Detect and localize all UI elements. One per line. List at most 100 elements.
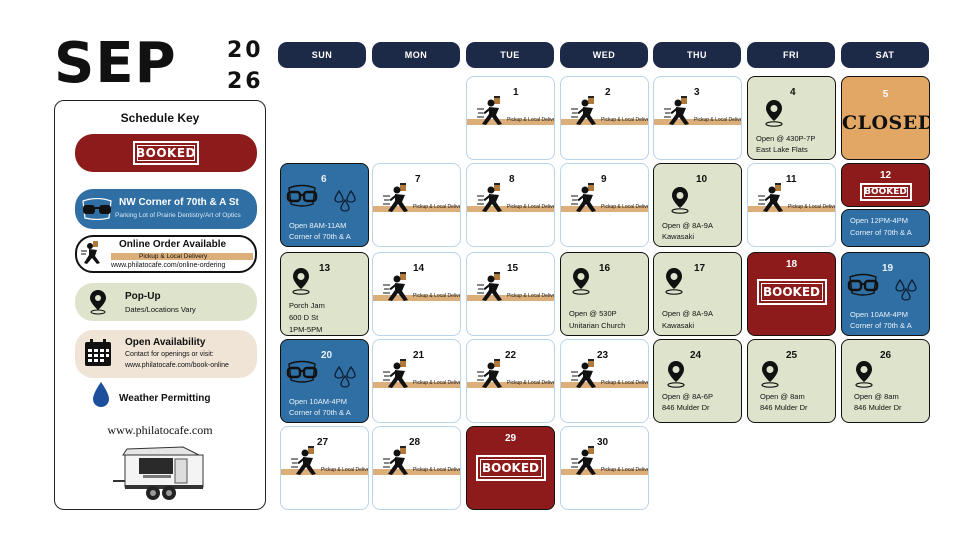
key-open-availability: Open Availability Contact for openings o… bbox=[75, 330, 257, 378]
day-cell-12-nw[interactable]: Open 12PM-4PM Corner of 70th & A bbox=[841, 209, 930, 247]
day-number: 12 bbox=[879, 170, 892, 181]
day-header-tue: TUE bbox=[466, 42, 554, 68]
map-pin-icon bbox=[90, 290, 106, 315]
delivery-strip-text: Pickup & Local Delivery bbox=[694, 117, 742, 123]
day-number: 17 bbox=[694, 263, 706, 274]
event-location: Kawasaki bbox=[662, 321, 695, 330]
day-number: 16 bbox=[599, 263, 611, 274]
map-pin-icon bbox=[854, 360, 874, 393]
day-cell-22[interactable]: 22 Pickup & Local Delivery bbox=[466, 339, 555, 423]
day-cell-17[interactable]: 17 Open @ 8A-9A Kawasaki bbox=[653, 252, 742, 336]
website-link[interactable]: www.philatocafe.com bbox=[107, 423, 213, 437]
day-number: 5 bbox=[882, 89, 889, 100]
key-nw-corner: NW Corner of 70th & A St Parking Lot of … bbox=[75, 189, 257, 229]
event-time: Open @ 8A-9A bbox=[662, 309, 713, 318]
runner-icon bbox=[383, 182, 417, 221]
delivery-strip-text: Pickup & Local Delivery bbox=[507, 204, 555, 210]
day-cell-11[interactable]: 11 Pickup & Local Delivery bbox=[747, 163, 836, 247]
day-number: 18 bbox=[785, 259, 798, 270]
runner-icon bbox=[477, 271, 511, 310]
rain-drops-icon bbox=[333, 189, 357, 217]
event-location: Corner of 70th & A bbox=[850, 321, 912, 330]
day-cell-21[interactable]: 21 Pickup & Local Delivery bbox=[372, 339, 461, 423]
day-header-mon: MON bbox=[372, 42, 460, 68]
day-cell-3[interactable]: 3 Pickup & Local Delivery bbox=[653, 76, 742, 160]
day-cell-23[interactable]: 23 Pickup & Local Delivery bbox=[560, 339, 649, 423]
runner-icon bbox=[571, 358, 605, 397]
delivery-strip bbox=[467, 206, 554, 212]
day-number: 24 bbox=[690, 350, 702, 361]
online-strip bbox=[111, 253, 253, 260]
day-cell-4[interactable]: 4 Open @ 430P-7P East Lake Flats bbox=[747, 76, 836, 160]
event-time: Open 12PM-4PM bbox=[850, 216, 908, 225]
day-header-wed: WED bbox=[560, 42, 648, 68]
nw-sub: Parking Lot of Prairie Dentistry/Art of … bbox=[115, 212, 241, 219]
weather-label: Weather Permitting bbox=[119, 393, 211, 404]
day-number: 23 bbox=[597, 350, 609, 361]
delivery-strip bbox=[467, 295, 554, 301]
day-header-fri: FRI bbox=[747, 42, 835, 68]
day-cell-6[interactable]: 6 Open 8AM-11AM Corner of 70th & A bbox=[280, 163, 369, 247]
day-cell-8[interactable]: 8 Pickup & Local Delivery bbox=[466, 163, 555, 247]
day-cell-30[interactable]: 30 Pickup & Local Delivery bbox=[560, 426, 649, 510]
delivery-strip bbox=[373, 469, 460, 475]
delivery-strip bbox=[561, 119, 648, 125]
day-cell-2[interactable]: 2 Pickup & Local Delivery bbox=[560, 76, 649, 160]
event-location: Corner of 70th & A bbox=[850, 228, 912, 237]
day-number: 13 bbox=[319, 263, 331, 274]
day-cell-24[interactable]: 24 Open @ 8A-6P 846 Mulder Dr bbox=[653, 339, 742, 423]
day-cell-14[interactable]: 14 Pickup & Local Delivery bbox=[372, 252, 461, 336]
day-number: 19 bbox=[882, 263, 894, 274]
day-cell-16[interactable]: 16 Open @ 530P Unitarian Church bbox=[560, 252, 649, 336]
day-cell-1[interactable]: 1 Pickup & Local Delivery bbox=[466, 76, 555, 160]
day-cell-12-booked[interactable]: 12 BOOKED bbox=[841, 163, 930, 207]
day-cell-28[interactable]: 28 Pickup & Local Delivery bbox=[372, 426, 461, 510]
day-number: 15 bbox=[507, 263, 519, 274]
delivery-strip-text: Pickup & Local Delivery bbox=[601, 204, 649, 210]
rain-drops-icon bbox=[333, 365, 357, 393]
glasses-icon bbox=[285, 184, 319, 213]
day-number: 11 bbox=[786, 174, 797, 185]
event-time: Open @ 530P bbox=[569, 309, 617, 318]
runner-icon bbox=[291, 445, 325, 484]
day-number: 21 bbox=[413, 350, 425, 361]
day-number: 14 bbox=[413, 263, 425, 274]
closed-label: CLOSED bbox=[842, 112, 930, 134]
day-cell-13[interactable]: 13 Porch Jam 600 D St 1PM-5PM bbox=[280, 252, 369, 336]
rain-drops-icon bbox=[894, 278, 918, 306]
day-cell-20[interactable]: 20 Open 10AM-4PM Corner of 70th & A bbox=[280, 339, 369, 423]
event-time: Open 8AM-11AM bbox=[289, 221, 347, 230]
map-pin-icon bbox=[670, 186, 690, 219]
event-time: Open @ 8A-9A bbox=[662, 221, 713, 230]
delivery-strip-text: Pickup & Local Delivery bbox=[507, 380, 555, 386]
day-cell-10[interactable]: 10 Open @ 8A-9A Kawasaki bbox=[653, 163, 742, 247]
day-cell-19[interactable]: 19 Open 10AM-4PM Corner of 70th & A bbox=[841, 252, 930, 336]
online-strip-text: Pickup & Local Delivery bbox=[139, 253, 208, 260]
day-cell-9[interactable]: 9 Pickup & Local Delivery bbox=[560, 163, 649, 247]
food-trailer-icon bbox=[113, 446, 204, 500]
day-number: 10 bbox=[696, 174, 708, 185]
day-cell-15[interactable]: 15 Pickup & Local Delivery bbox=[466, 252, 555, 336]
event-time: Open @ 8am bbox=[854, 392, 899, 401]
event-time: 1PM-5PM bbox=[289, 325, 323, 334]
day-cell-5[interactable]: 5 CLOSED bbox=[841, 76, 930, 160]
runner-icon bbox=[571, 95, 605, 134]
day-cell-18[interactable]: 18 BOOKED bbox=[747, 252, 836, 336]
day-number: 28 bbox=[409, 437, 421, 448]
avail-sub: Contact for openings or visit: bbox=[125, 351, 214, 358]
year-bottom: 26 bbox=[227, 69, 264, 94]
delivery-strip bbox=[373, 206, 460, 212]
delivery-strip-text: Pickup & Local Delivery bbox=[601, 467, 649, 473]
delivery-strip-text: Pickup & Local Delivery bbox=[507, 293, 555, 299]
day-cell-7[interactable]: 7 Pickup & Local Delivery bbox=[372, 163, 461, 247]
day-cell-25[interactable]: 25 Open @ 8am 846 Mulder Dr bbox=[747, 339, 836, 423]
booked-stamp: BOOKED bbox=[859, 183, 912, 201]
avail-url: www.philatocafe.com/book-online bbox=[125, 362, 229, 369]
event-time: Open 10AM-4PM bbox=[289, 397, 347, 406]
day-cell-27[interactable]: 27 Pickup & Local Delivery bbox=[280, 426, 369, 510]
delivery-strip-text: Pickup & Local Delivery bbox=[601, 380, 649, 386]
day-cell-29[interactable]: 29 BOOKED bbox=[466, 426, 555, 510]
day-cell-26[interactable]: 26 Open @ 8am 846 Mulder Dr bbox=[841, 339, 930, 423]
glasses-icon bbox=[846, 273, 880, 302]
avail-title: Open Availability bbox=[125, 337, 206, 348]
